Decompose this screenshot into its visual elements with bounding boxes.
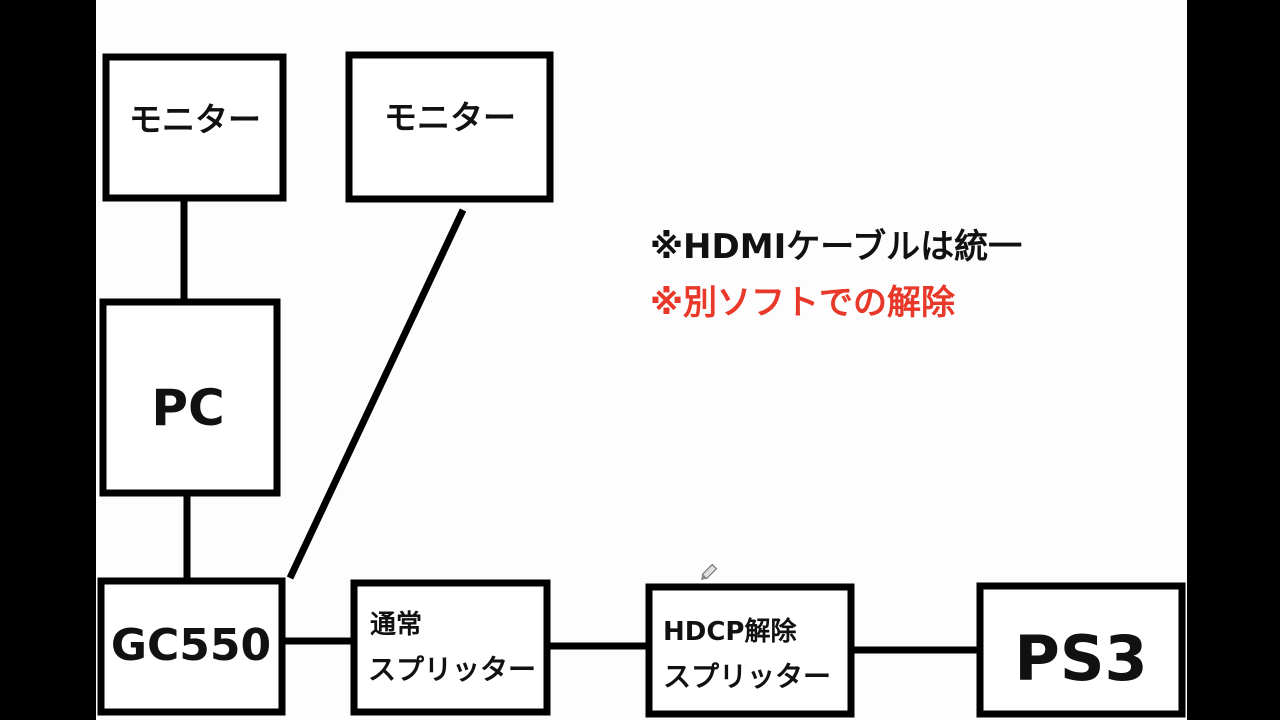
- monitor-2-label: モニター: [384, 98, 516, 137]
- pc-label: PC: [151, 379, 224, 437]
- normal-splitter-node: 通常 スプリッター: [350, 579, 551, 716]
- pc-node: PC: [99, 298, 281, 497]
- hdcp-splitter-node: HDCP解除 スプリッター: [645, 583, 855, 718]
- wire-monitor2-gc550: [286, 208, 467, 580]
- ps3-node: PS3: [976, 582, 1186, 718]
- gc550-node: GC550: [97, 577, 286, 716]
- gc550-label: GC550: [111, 620, 271, 671]
- note-software-unlock: ※別ソフトでの解除: [650, 283, 956, 323]
- ps3-label: PS3: [1014, 622, 1147, 695]
- hdcp-splitter-label-line-2: スプリッター: [663, 660, 831, 693]
- note-hdmi-cable: ※HDMIケーブルは統一: [650, 227, 1022, 267]
- normal-splitter-label-line-1: 通常: [370, 610, 422, 640]
- monitor-1-label: モニター: [129, 100, 261, 139]
- pencil-cursor-icon: [700, 563, 718, 581]
- monitor-2-node: モニター: [345, 51, 554, 203]
- monitor-1-node: モニター: [102, 53, 287, 202]
- normal-splitter-label-line-2: スプリッター: [368, 653, 536, 686]
- hdcp-splitter-label-line-1: HDCP解除: [663, 616, 797, 647]
